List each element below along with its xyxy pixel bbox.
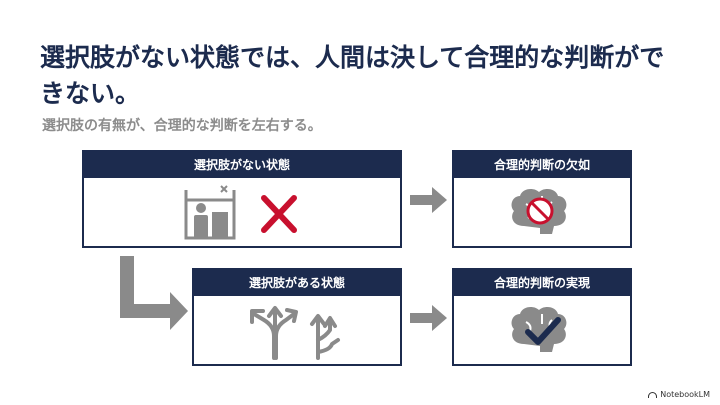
branching-arrows-icon bbox=[250, 306, 340, 360]
person-in-elevator-icon bbox=[184, 185, 236, 240]
arrow-right-top bbox=[410, 187, 447, 213]
brain-prohibited-icon bbox=[511, 188, 567, 234]
has-choice-box: 選択肢がある状態 bbox=[192, 268, 402, 366]
notebooklm-logo-icon bbox=[648, 391, 658, 398]
arrow-right-bottom bbox=[410, 305, 447, 331]
brain-check-icon bbox=[511, 306, 567, 352]
no-choice-header: 選択肢がない状態 bbox=[84, 152, 400, 178]
arrow-down-right bbox=[120, 256, 188, 330]
realize-box: 合理的判断の実現 bbox=[452, 268, 632, 366]
lack-header: 合理的判断の欠如 bbox=[454, 152, 630, 178]
page-subtitle: 選択肢の有無が、合理的な判断を左右する。 bbox=[42, 118, 322, 134]
no-choice-box: 選択肢がない状態 bbox=[82, 150, 402, 248]
notebooklm-logo-text: NotebookLM bbox=[660, 390, 710, 399]
realize-header: 合理的判断の実現 bbox=[454, 270, 630, 296]
has-choice-header: 選択肢がある状態 bbox=[194, 270, 400, 296]
lack-box: 合理的判断の欠如 bbox=[452, 150, 632, 248]
page-title: 選択肢がない状態では、人間は決して合理的な判断ができない。 bbox=[40, 43, 665, 108]
cross-icon bbox=[261, 195, 297, 233]
notebooklm-logo: NotebookLM bbox=[648, 390, 710, 399]
